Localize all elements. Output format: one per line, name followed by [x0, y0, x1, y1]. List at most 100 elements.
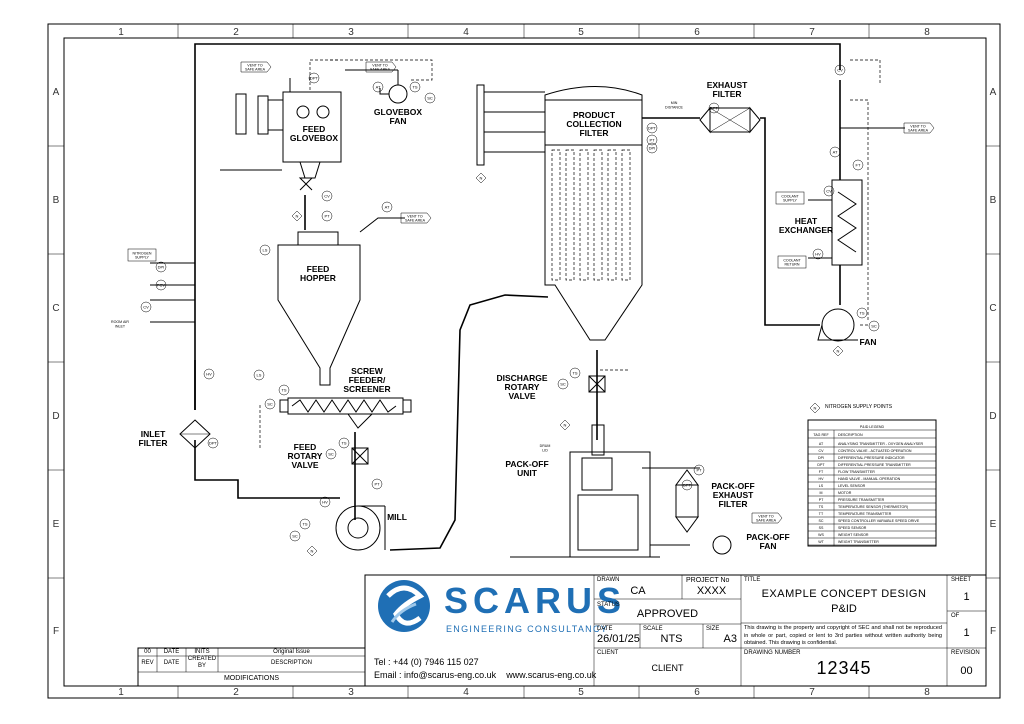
revision-label: REVISION: [951, 650, 980, 656]
legend-desc: SPEED CONTROLLER VARIABLE SPEED DRIVE: [838, 519, 920, 523]
instrument-cv: CV: [140, 301, 152, 313]
instrument-dpt: DPT: [708, 102, 720, 114]
drawing-number-label: DRAWING NUMBER: [744, 650, 801, 656]
legend-desc: SPEED SENSOR: [838, 526, 867, 530]
svg-text:AT: AT: [385, 204, 390, 209]
mod-created-header: CREATED BY: [187, 656, 217, 669]
svg-text:TS: TS: [412, 84, 417, 89]
legend-tag-dpt: DPT: [817, 463, 825, 467]
project-value: XXXX: [696, 585, 727, 597]
grid-col-bottom-7: 7: [809, 687, 815, 698]
grid-col-bottom-4: 4: [463, 687, 469, 698]
legend-desc: MOTOR: [838, 491, 852, 495]
filter-bag: [607, 149, 617, 281]
client-label: CLIENT: [597, 650, 619, 656]
pack-off-fan-symbol: [712, 535, 732, 555]
mod-rev-value: 00: [144, 649, 151, 655]
instrument-sc: SC: [325, 448, 337, 460]
instrument-ft: FT: [852, 159, 864, 171]
legend-desc: PRESSURE TRANSMITTER: [838, 498, 885, 502]
legend-desc: LEVEL SENSOR: [838, 484, 866, 488]
grid-row-left-F: F: [53, 626, 59, 637]
svg-text:DPT: DPT: [209, 440, 218, 445]
grid-col-top-6: 6: [694, 27, 700, 38]
sheet-label: SHEET: [951, 577, 972, 583]
project-label: PROJECT No: [686, 577, 730, 584]
mod-inits-value: INITS: [194, 649, 210, 655]
legend-table: [807, 419, 937, 547]
filter-bag: [551, 149, 561, 281]
feed-hopper-symbol: [277, 177, 405, 386]
svg-text:CV: CV: [143, 304, 149, 309]
svg-text:DPT: DPT: [310, 75, 319, 80]
instrument-ts: TS: [278, 384, 290, 396]
grid-col-top-8: 8: [924, 27, 930, 38]
filter-bag: [565, 149, 575, 281]
scale-value: NTS: [660, 633, 683, 645]
legend-desc: CONTROL VALVE - ACTUATED OPERATION: [838, 449, 912, 453]
grid-row-right-B: B: [990, 195, 997, 206]
legend-tag-pt: PT: [819, 498, 824, 502]
label-fan: FAN: [860, 337, 877, 347]
legend-desc: DIFFERENTIAL PRESSURE INDICATOR: [838, 456, 905, 460]
instrument-pt: PT: [371, 478, 383, 490]
svg-text:DPT: DPT: [648, 125, 657, 130]
inlet-filter-symbol: [179, 419, 211, 449]
instrument-sc: SC: [557, 378, 569, 390]
company-tel: Tel : +44 (0) 7946 115 027: [374, 657, 479, 667]
legend-desc: TEMPERATURE TRANSMITTER: [838, 512, 892, 516]
grid-col-top-2: 2: [233, 27, 239, 38]
sheet-value: 1: [963, 591, 970, 603]
exhaust-filter-symbol: [699, 106, 761, 134]
grid-row-left-E: E: [53, 519, 60, 530]
svg-text:PT: PT: [649, 137, 655, 142]
screw-feeder-symbol: [279, 397, 412, 429]
instrument-dpi: DPI: [646, 142, 658, 154]
legend-tag-ts: TS: [819, 505, 824, 509]
grid-col-bottom-2: 2: [233, 687, 239, 698]
company-contact: Email : info@scarus-eng.co.uk www.scarus…: [374, 670, 597, 680]
svg-text:AT: AT: [376, 84, 381, 89]
instrument-hv: HV: [812, 248, 824, 260]
signal-lines: [259, 59, 881, 448]
legend-tag-ft: FT: [819, 470, 824, 474]
svg-text:PT: PT: [324, 213, 330, 218]
legend-tag-ss: SS: [819, 526, 824, 530]
svg-text:PT: PT: [696, 467, 702, 472]
instrument-dpt: DPT: [646, 122, 658, 134]
svg-text:SC: SC: [267, 401, 273, 406]
svg-text:LS: LS: [257, 372, 262, 377]
disclaimer: This drawing is the property and copyrig…: [744, 625, 942, 646]
svg-text:DPI: DPI: [158, 264, 165, 269]
instrument-cv: CV: [823, 185, 835, 197]
revision-value: 00: [960, 665, 973, 677]
svg-text:SC: SC: [328, 451, 334, 456]
instrument-at: AT: [829, 146, 841, 158]
grid-col-top-4: 4: [463, 27, 469, 38]
svg-text:TS: TS: [281, 387, 286, 392]
instrument-pt: PT: [321, 210, 333, 222]
grid-col-bottom-6: 6: [694, 687, 700, 698]
mod-desc-header: DESCRIPTION: [270, 660, 312, 666]
svg-text:SC: SC: [871, 323, 877, 328]
instrument-sc: SC: [289, 530, 301, 542]
top-header-line: [194, 43, 841, 410]
svg-text:TS: TS: [572, 370, 577, 375]
svg-text:N: N: [480, 176, 483, 181]
grid-row-left-A: A: [53, 87, 60, 98]
instrument-pt: PT: [693, 464, 705, 476]
grid-col-top-1: 1: [118, 27, 124, 38]
grid-col-top-3: 3: [348, 27, 354, 38]
